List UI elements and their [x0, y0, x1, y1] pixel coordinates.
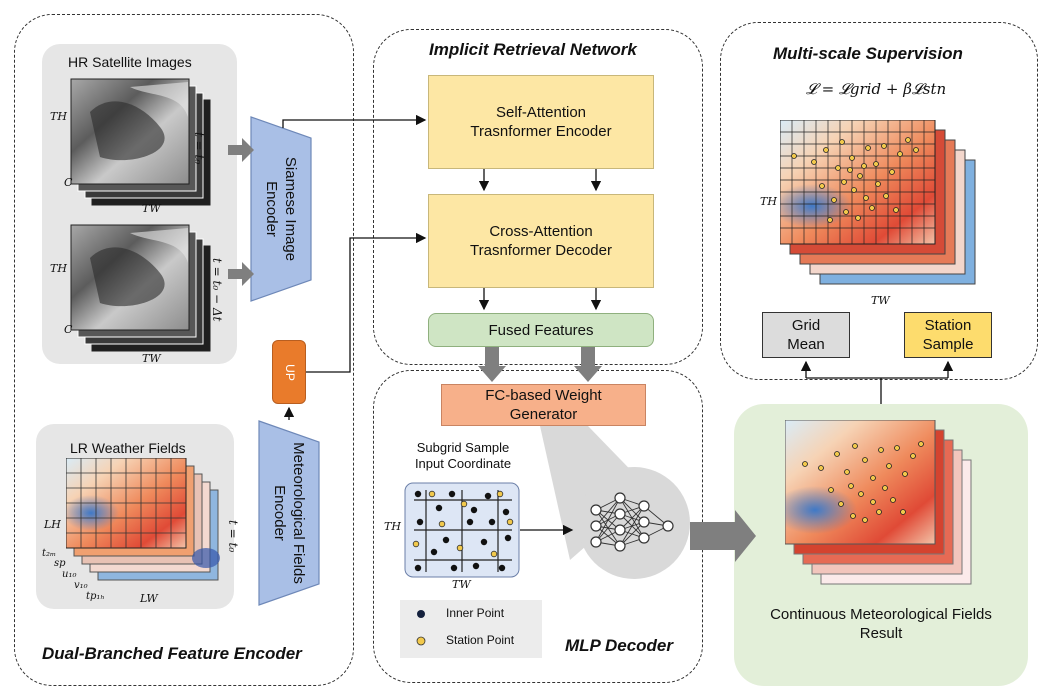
- hr-tw-label-1: TW: [142, 202, 161, 215]
- lr-lw-label: LW: [140, 592, 158, 605]
- lr-var-sp: sp: [54, 558, 66, 569]
- hr-satellite-title: HR Satellite Images: [68, 54, 192, 70]
- ms-panel-title: Multi-scale Supervision: [773, 44, 963, 63]
- fused-features: Fused Features: [428, 313, 654, 347]
- ms-th-label: TH: [760, 195, 777, 208]
- encoder-panel: [14, 14, 354, 686]
- hr-th-label-2: TH: [50, 262, 67, 275]
- fc-weight-generator: FC-based Weight Generator: [441, 384, 646, 426]
- fc-weight-generator-label: FC-based Weight Generator: [485, 387, 602, 423]
- result-label-text: Continuous Meteorological Fields Result: [770, 606, 992, 642]
- subgrid-tw-label: TW: [452, 578, 471, 591]
- lr-var-u10: u₁₀: [62, 569, 77, 580]
- met-encoder-shape: [258, 420, 320, 606]
- irn-panel: [373, 29, 703, 365]
- station-sample-box: Station Sample: [904, 312, 992, 358]
- subgrid-sample-grid: [404, 482, 520, 578]
- irn-panel-title: Implicit Retrieval Network: [429, 40, 637, 59]
- result-field-stack: [785, 420, 972, 585]
- subgrid-th-label: TH: [384, 520, 401, 533]
- grid-mean-box: Grid Mean: [762, 312, 850, 358]
- cross-attention-label: Cross-Attention Trasnformer Decoder: [470, 223, 612, 259]
- legend-box: [400, 600, 542, 658]
- ms-panel: [720, 22, 1038, 380]
- self-attention-encoder: Self-Attention Trasnformer Encoder: [428, 75, 654, 169]
- siamese-encoder-shape: [250, 116, 312, 302]
- result-label: Continuous Meteorological Fields Result: [770, 605, 992, 643]
- hr-image-stack-t1: [70, 224, 211, 352]
- hr-th-label-1: TH: [50, 110, 67, 123]
- hr-to-encoder-arrows: [228, 138, 254, 286]
- cross-attention-decoder: Cross-Attention Trasnformer Decoder: [428, 194, 654, 288]
- lr-weather-title: LR Weather Fields: [70, 440, 186, 456]
- self-attention-label: Self-Attention Trasnformer Encoder: [470, 104, 612, 140]
- station-point-icon: [416, 636, 426, 646]
- subgrid-title: Subgrid Sample Input Coordinate: [404, 440, 522, 472]
- hr-c-label-2: C: [64, 323, 73, 336]
- grid-mean-label: Grid Mean: [787, 317, 825, 353]
- hr-tw-label-2: TW: [142, 352, 161, 365]
- ms-field-stack: [780, 120, 976, 285]
- fused-features-label: Fused Features: [488, 321, 594, 339]
- lr-lh-label: LH: [44, 518, 61, 531]
- upsample-block: UP: [272, 340, 306, 404]
- legend-station-point: Station Point: [446, 633, 515, 647]
- lr-var-t2m: t₂ₘ: [42, 548, 57, 559]
- subgrid-title-text: Subgrid Sample Input Coordinate: [414, 440, 512, 471]
- lr-var-v10: v₁₀: [74, 580, 88, 591]
- hr-c-label-1: C: [64, 176, 73, 189]
- inner-point-icon: [417, 610, 425, 618]
- lr-field-stack: [66, 458, 220, 581]
- station-sample-label: Station Sample: [922, 317, 974, 353]
- mlp-panel-title: MLP Decoder: [565, 636, 674, 655]
- hr-image-stack-t0: [70, 78, 211, 206]
- encoder-panel-title: Dual-Branched Feature Encoder: [42, 644, 302, 663]
- loss-formula: 𝓛 = 𝓛grid + β𝓛stn: [806, 80, 947, 98]
- ms-tw-label: TW: [871, 294, 890, 307]
- legend-inner-point: Inner Point: [446, 606, 505, 620]
- lr-var-tp1h: tp₁ₕ: [86, 591, 105, 602]
